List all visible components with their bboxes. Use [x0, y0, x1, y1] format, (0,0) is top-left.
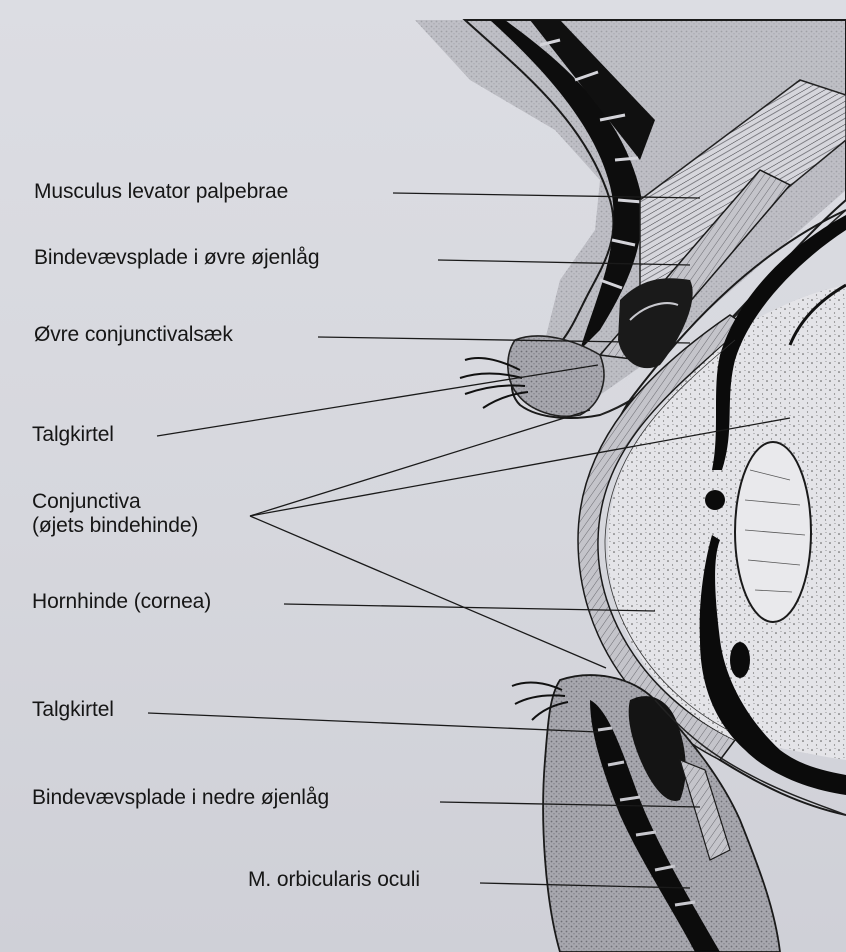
- label-orbicularis-oculi: M. orbicularis oculi: [248, 868, 420, 892]
- label-cornea: Hornhinde (cornea): [32, 590, 211, 614]
- label-upper-tarsal-plate: Bindevævsplade i øvre øjenlåg: [34, 246, 319, 270]
- label-levator: Musculus levator palpebrae: [34, 180, 288, 204]
- leader-gland-lower: [148, 713, 598, 732]
- label-conjunctiva: Conjunctiva (øjets bindehinde): [32, 490, 198, 538]
- label-lower-tarsal-plate: Bindevævsplade i nedre øjenlåg: [32, 786, 329, 810]
- label-sebaceous-gland-upper: Talgkirtel: [32, 423, 114, 447]
- label-conjunctiva-line1: Conjunctiva: [32, 490, 198, 514]
- label-upper-conjunctival-sac: Øvre conjunctivalsæk: [34, 323, 233, 347]
- leader-conjunctiva-3: [250, 516, 606, 668]
- label-sebaceous-gland-lower: Talgkirtel: [32, 698, 114, 722]
- label-conjunctiva-line2: (øjets bindehinde): [32, 514, 198, 538]
